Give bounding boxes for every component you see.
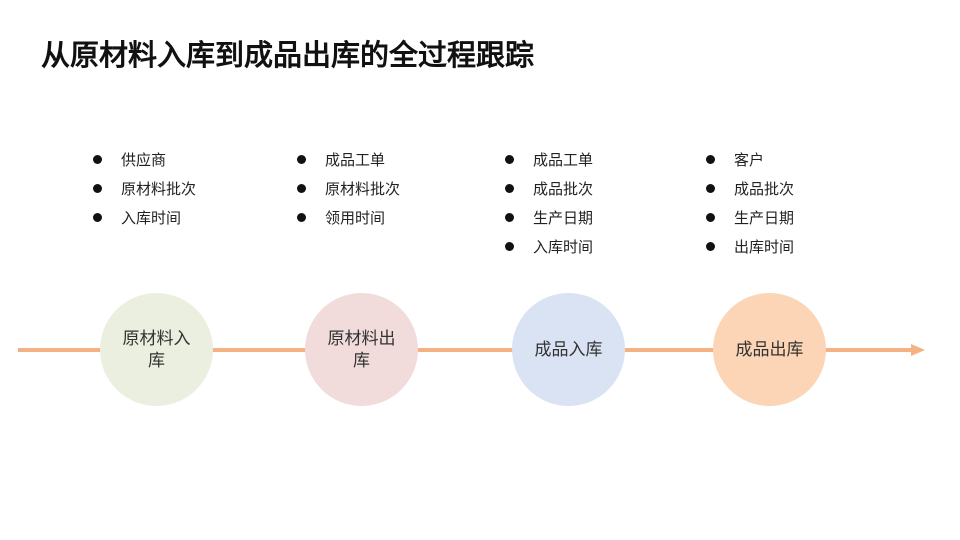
list-item-text: 生产日期 bbox=[734, 209, 795, 227]
list-item: 成品工单 bbox=[297, 150, 400, 179]
list-item: 成品批次 bbox=[706, 179, 794, 208]
list-item: 原材料批次 bbox=[93, 179, 196, 208]
bullet-icon bbox=[706, 155, 715, 164]
list-item: 成品批次 bbox=[505, 179, 593, 208]
bullet-icon bbox=[297, 184, 306, 193]
bullet-icon bbox=[505, 242, 514, 251]
stage-4-attribute-list: 客户 成品批次 生产日期 出库时间 bbox=[706, 150, 794, 266]
list-item-text: 原材料批次 bbox=[325, 180, 401, 198]
stage-2-attribute-list: 成品工单 原材料批次 领用时间 bbox=[297, 150, 400, 237]
bullet-icon bbox=[706, 242, 715, 251]
list-item: 供应商 bbox=[93, 150, 196, 179]
stage-product-inbound: 成品入库 bbox=[512, 293, 625, 406]
bullet-icon bbox=[505, 213, 514, 222]
bullet-icon bbox=[706, 184, 715, 193]
stage-label: 原材料出库 bbox=[327, 328, 396, 371]
bullet-icon bbox=[93, 155, 102, 164]
stage-label: 成品入库 bbox=[534, 339, 603, 360]
list-item: 入库时间 bbox=[93, 208, 196, 237]
list-item-text: 成品工单 bbox=[533, 151, 594, 169]
list-item: 领用时间 bbox=[297, 208, 400, 237]
list-item-text: 供应商 bbox=[121, 151, 167, 169]
page-title: 从原材料入库到成品出库的全过程跟踪 bbox=[41, 38, 535, 72]
list-item: 入库时间 bbox=[505, 237, 593, 266]
list-item: 成品工单 bbox=[505, 150, 593, 179]
stage-raw-material-inbound: 原材料入库 bbox=[100, 293, 213, 406]
bullet-icon bbox=[706, 213, 715, 222]
bullet-icon bbox=[505, 184, 514, 193]
bullet-icon bbox=[297, 155, 306, 164]
list-item-text: 成品工单 bbox=[325, 151, 386, 169]
list-item-text: 出库时间 bbox=[734, 238, 795, 256]
list-item-text: 客户 bbox=[734, 151, 765, 169]
list-item-text: 入库时间 bbox=[533, 238, 594, 256]
list-item: 出库时间 bbox=[706, 237, 794, 266]
bullet-icon bbox=[93, 213, 102, 222]
stage-3-attribute-list: 成品工单 成品批次 生产日期 入库时间 bbox=[505, 150, 593, 266]
stage-raw-material-outbound: 原材料出库 bbox=[305, 293, 418, 406]
list-item: 客户 bbox=[706, 150, 794, 179]
bullet-icon bbox=[93, 184, 102, 193]
stage-label: 成品出库 bbox=[735, 339, 804, 360]
bullet-icon bbox=[297, 213, 306, 222]
stage-1-attribute-list: 供应商 原材料批次 入库时间 bbox=[93, 150, 196, 237]
list-item-text: 原材料批次 bbox=[121, 180, 197, 198]
list-item-text: 成品批次 bbox=[734, 180, 795, 198]
list-item: 生产日期 bbox=[706, 208, 794, 237]
list-item-text: 生产日期 bbox=[533, 209, 594, 227]
list-item-text: 入库时间 bbox=[121, 209, 182, 227]
list-item: 生产日期 bbox=[505, 208, 593, 237]
bullet-icon bbox=[505, 155, 514, 164]
list-item-text: 领用时间 bbox=[325, 209, 386, 227]
list-item-text: 成品批次 bbox=[533, 180, 594, 198]
arrow-head-icon bbox=[911, 344, 925, 356]
list-item: 原材料批次 bbox=[297, 179, 400, 208]
stage-label: 原材料入库 bbox=[122, 328, 191, 371]
stage-product-outbound: 成品出库 bbox=[713, 293, 826, 406]
